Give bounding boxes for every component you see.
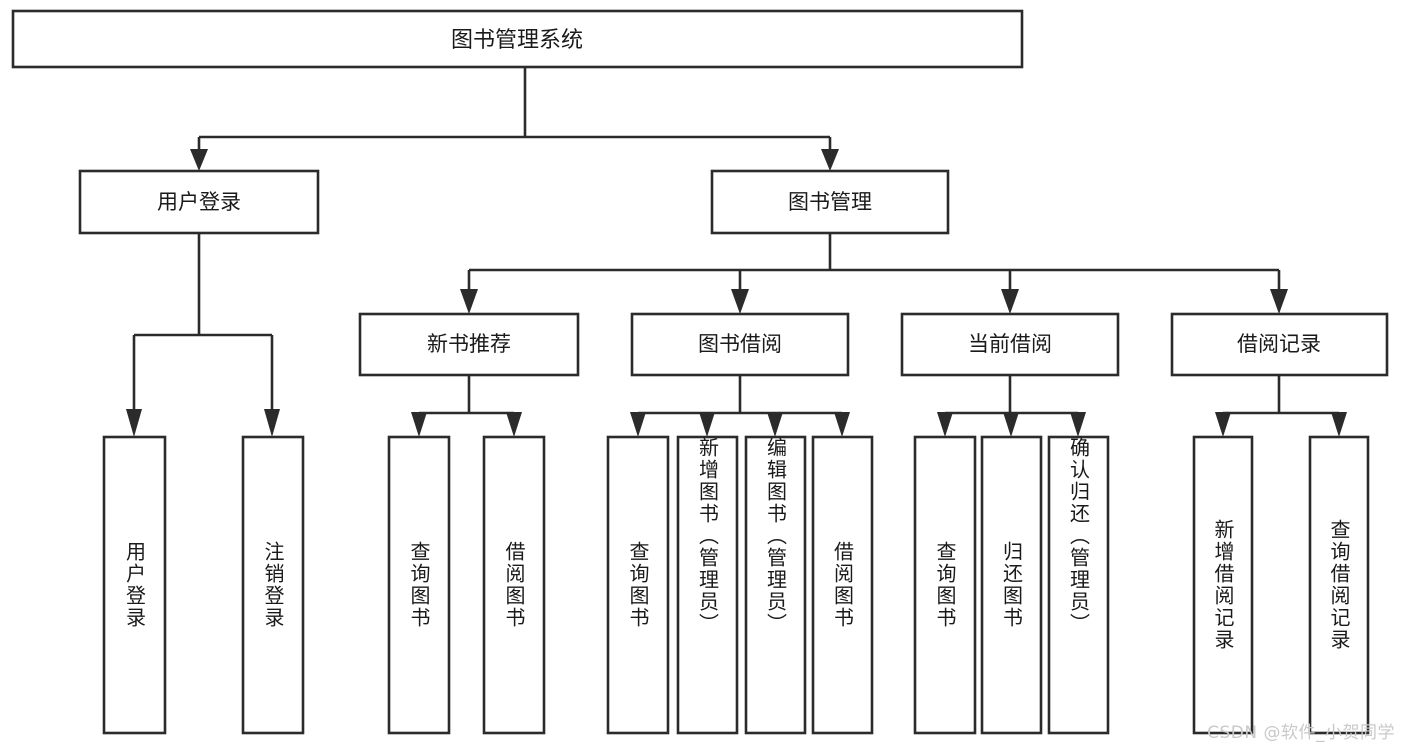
watermark: CSDN @软件_小贺同学 [1207,723,1395,743]
arrow-head-leaf-user-logout [264,409,280,437]
node-book-manage-label: 图书管理 [788,190,872,214]
node-user-login-box[interactable] [78,169,320,235]
arrow-head-leaf-query-book-1 [411,412,427,437]
node-current-borrow-box[interactable] [900,312,1120,377]
node-new-book-recommend-box[interactable] [358,312,580,377]
leaf-add-book-box[interactable] [676,435,739,735]
leaf-query-book-1-box[interactable] [387,435,451,735]
arrow-head-current-borrow [1001,289,1019,314]
node-user-login-label: 用户登录 [157,190,241,214]
arrow-head-leaf-query-record [1331,412,1347,437]
node-borrow-record-label: 借阅记录 [1237,332,1321,356]
node-root-box[interactable] [11,9,1024,69]
node-current-borrow-label: 当前借阅 [968,332,1052,356]
arrow-head-book-borrow [731,289,749,314]
arrow-head-user-login [190,149,208,171]
node-current-borrow[interactable]: 当前借阅 [900,312,1120,377]
node-new-book-recommend-label: 新书推荐 [427,332,511,356]
leaf-confirm-return-box[interactable] [1047,435,1110,735]
leaf-user-login-box[interactable] [102,435,167,735]
leaf-boxes-layer [102,435,1370,735]
arrow-head-leaf-return-book [1003,412,1019,437]
node-borrow-record[interactable]: 借阅记录 [1170,312,1389,377]
leaf-query-book-2-box[interactable] [606,435,670,735]
leaf-borrow-book-1-box[interactable] [482,435,546,735]
node-user-login[interactable]: 用户登录 [78,169,320,235]
leaf-return-book-box[interactable] [980,435,1043,735]
node-new-book-recommend[interactable]: 新书推荐 [358,312,580,377]
leaf-user-logout-box[interactable] [241,435,305,735]
arrow-head-leaf-borrow-book-1 [506,412,522,437]
node-book-borrow[interactable]: 图书借阅 [630,312,850,377]
arrow-head-leaf-edit-book [767,412,783,437]
leaf-borrow-book-2-box[interactable] [811,435,874,735]
arrow-head-leaf-query-book-3 [937,412,953,437]
node-root[interactable]: 图书管理系统 [11,9,1024,69]
arrow-head-leaf-confirm-return [1070,412,1086,437]
node-borrow-record-box[interactable] [1170,312,1389,377]
node-root-label: 图书管理系统 [451,28,583,53]
arrow-head-leaf-user-login [126,409,142,437]
connectors-layer [126,67,1347,437]
arrow-head-leaf-add-record [1215,412,1231,437]
arrow-head-borrow-record [1270,289,1288,314]
leaf-add-record-box[interactable] [1192,435,1254,735]
arrow-head-new-book-recommend [460,289,478,314]
arrow-head-leaf-query-book-2 [630,412,646,437]
node-book-manage-box[interactable] [710,169,950,235]
node-book-borrow-box[interactable] [630,312,850,377]
leaf-edit-book-box[interactable] [744,435,807,735]
arrow-head-leaf-borrow-book-2 [834,412,850,437]
node-book-borrow-label: 图书借阅 [698,332,782,356]
leaf-query-book-3-box[interactable] [913,435,977,735]
node-book-manage[interactable]: 图书管理 [710,169,950,235]
arrow-head-book-manage [821,149,839,171]
leaf-query-record-box[interactable] [1308,435,1370,735]
arrow-head-leaf-add-book [699,412,715,437]
